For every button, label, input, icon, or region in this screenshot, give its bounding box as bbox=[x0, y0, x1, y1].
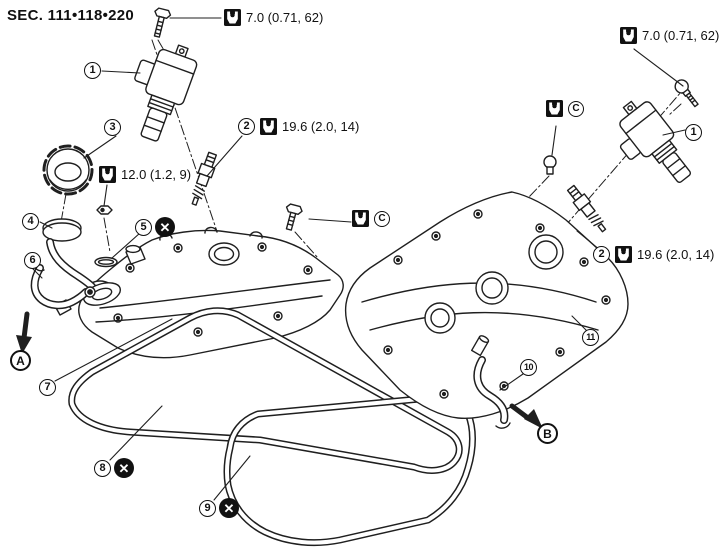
non-reusable-icon: ✕ bbox=[114, 458, 134, 478]
part-number-2: 2 bbox=[238, 118, 255, 135]
torque-value: 7.0 (0.71, 62) bbox=[642, 28, 719, 43]
part-number-1: 1 bbox=[685, 124, 702, 141]
part-callout-11: 11 bbox=[582, 329, 599, 346]
spark-plug-left bbox=[191, 151, 218, 206]
part-number-11: 11 bbox=[582, 329, 599, 346]
gasket-left bbox=[68, 307, 463, 474]
part-callout-6: 6 bbox=[24, 252, 41, 269]
torque-callout-1: 7.0 (0.71, 62) bbox=[620, 27, 719, 44]
torque-value: 19.6 (2.0, 14) bbox=[637, 247, 715, 262]
spark-plug-right bbox=[566, 184, 607, 233]
non-reusable-icon: ✕ bbox=[219, 498, 239, 518]
torque-wrench-icon bbox=[99, 166, 116, 183]
part-callout-5: 5✕ bbox=[135, 217, 175, 237]
flow-label-b: B bbox=[537, 423, 558, 444]
flow-letter-a: A bbox=[10, 350, 31, 371]
part-number-7: 7 bbox=[39, 379, 56, 396]
part-number-2: 2 bbox=[593, 246, 610, 263]
part-number-9: 9 bbox=[199, 499, 216, 517]
rocker-cover-right bbox=[344, 191, 629, 420]
part-number-10: 10 bbox=[520, 359, 537, 376]
torque-callout-2: 2 19.6 (2.0, 14) bbox=[238, 118, 359, 135]
leader-lines bbox=[32, 17, 686, 501]
part-number-8: 8 bbox=[94, 459, 111, 477]
part-callout-3: 3 bbox=[104, 119, 121, 136]
torque-value: 19.6 (2.0, 14) bbox=[282, 119, 360, 134]
note-letter-c: C bbox=[568, 100, 584, 117]
flow-label-a: A bbox=[10, 350, 31, 371]
note-letter-c: C bbox=[374, 210, 390, 227]
torque-value: 12.0 (1.2, 9) bbox=[121, 167, 192, 182]
flow-arrow-b bbox=[509, 403, 543, 429]
bolt-bosses-left bbox=[113, 242, 313, 337]
part-number-6: 6 bbox=[24, 252, 41, 269]
torque-callout-3: 12.0 (1.2, 9) bbox=[99, 166, 191, 183]
torque-wrench-icon bbox=[620, 27, 637, 44]
torque-wrench-icon bbox=[546, 100, 563, 117]
torque-wrench-icon bbox=[260, 118, 277, 135]
pcv-hose-right bbox=[473, 356, 511, 429]
part-callout-7: 7 bbox=[39, 379, 56, 396]
coil-bolt-left bbox=[153, 7, 172, 38]
non-reusable-icon: ✕ bbox=[155, 217, 175, 237]
part-number-1: 1 bbox=[84, 62, 101, 79]
part-callout-4: 4 bbox=[22, 213, 39, 230]
part-callout-9: 9✕ bbox=[199, 498, 239, 518]
part-callout-8: 8✕ bbox=[94, 458, 134, 478]
part-callout-1: 1 bbox=[84, 62, 101, 79]
note-callout-c-0: C bbox=[546, 100, 584, 117]
torque-wrench-icon bbox=[352, 210, 369, 227]
ignition-coil-left bbox=[134, 44, 198, 142]
coil-bolt-right bbox=[674, 79, 699, 108]
cover-bolt-left bbox=[285, 203, 303, 231]
ignition-coil-right bbox=[619, 100, 692, 183]
part-number-5: 5 bbox=[135, 218, 152, 236]
oil-filler-cap bbox=[42, 144, 94, 196]
part-number-4: 4 bbox=[22, 213, 39, 230]
torque-callout-0: 7.0 (0.71, 62) bbox=[224, 9, 323, 26]
bolt-bosses-right bbox=[383, 209, 611, 399]
torque-wrench-icon bbox=[224, 9, 241, 26]
torque-wrench-icon bbox=[615, 246, 632, 263]
note-callout-c-1: C bbox=[352, 210, 390, 227]
breather-hose-left bbox=[30, 264, 96, 310]
flow-letter-b: B bbox=[537, 423, 558, 444]
part-number-3: 3 bbox=[104, 119, 121, 136]
torque-value: 7.0 (0.71, 62) bbox=[246, 10, 324, 25]
part-callout-1: 1 bbox=[685, 124, 702, 141]
torque-callout-4: 2 19.6 (2.0, 14) bbox=[593, 246, 714, 263]
cover-bolt-right bbox=[543, 155, 557, 175]
part-callout-10: 10 bbox=[520, 359, 537, 376]
section-title: SEC. 111•118•220 bbox=[7, 7, 135, 24]
pcv-valve bbox=[125, 244, 146, 265]
flow-arrow-a bbox=[16, 311, 32, 354]
